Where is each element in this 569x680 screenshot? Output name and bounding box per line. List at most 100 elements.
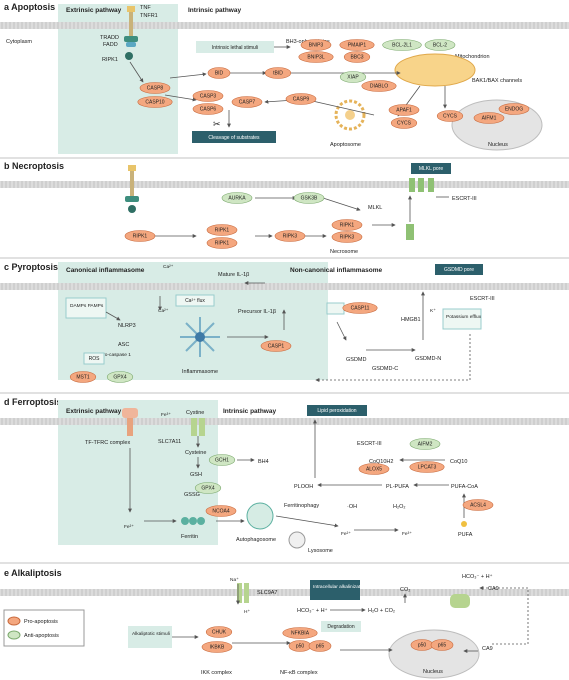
tf-tfrc-icon [122,408,138,436]
protein-node-ferroptosis-1: GPX4 [194,482,222,494]
protein-node-label: BID [215,71,224,77]
protein-node-label: GPX4 [201,486,215,492]
protein-node-apoptosis-2: BNIP3L [298,51,334,63]
gsdmd-pore-label: GSDMD pore [444,267,474,273]
protein-node-shape [298,51,334,63]
legend-pro-swatch [7,616,21,626]
protein-node-label: LPCAT3 [418,465,437,471]
protein-node-alkaliptosis-8: p65 [430,639,454,651]
panel-title-ferroptosis: d Ferroptosis [4,397,62,407]
membrane-ferroptosis [0,418,569,425]
protein-node-label: ACSL4 [470,503,486,509]
h2o-label: H₂O + CO₂ [368,608,395,614]
protein-node-label: AIFM1 [482,116,497,122]
fe2-label-b: Fe²⁺ [341,531,351,537]
tf-tfrc-label: TF-TFRC complex [85,440,130,446]
protein-node-apoptosis-15: DIABLO [361,80,397,92]
ros-label: ROS [89,356,101,362]
protein-node-label: RIPK3 [283,234,298,240]
protein-node-label: p65 [438,643,447,649]
membrane-necroptosis [0,181,569,188]
eq-mid-label: HCO₃⁻ + H⁺ [297,607,328,614]
damps-label: DAMPs PAMPs [70,303,104,309]
cleavage-box [192,131,276,143]
protein-node-label: BCL-2L1 [392,43,412,49]
protein-node-label: APAF1 [396,108,412,114]
mlkl-pore-box [411,163,451,174]
protein-node-label: p50 [418,643,427,649]
noncanonical-label: Non-canonical inflammasome [290,267,382,274]
protein-node-label: p65 [316,644,325,650]
alkaliptotic-stimuli-label: Alkaliptotic stimuli [132,631,170,637]
necrosome-label: Necrosome [330,249,358,255]
protein-node-label: AIFM2 [418,442,433,448]
protein-node-shape [192,103,224,115]
protein-node-pyroptosis-0: MST1 [69,371,97,383]
protein-node-label: XIAP [347,75,359,81]
protein-node-necroptosis-5: RIPK3 [274,230,306,242]
protein-node-shape [231,96,263,108]
protein-node-label: BNIP3 [309,43,324,49]
legend-box [3,609,85,647]
protein-node-label: PMAIP1 [348,43,367,49]
protein-node-necroptosis-0: AURKA [221,192,253,204]
protein-node-shape [424,39,456,51]
potassium-box [442,308,482,330]
ferritin-icon [181,517,205,525]
protein-node-alkaliptosis-2: NFKBIA [282,627,318,639]
intrinsic-stimuli-label: Intrinsic lethal stimuli [212,45,258,51]
lps-box [326,302,345,315]
protein-node-ferroptosis-3: ALOX5 [358,463,390,475]
coq10h2-label: CoQ10H2 [369,459,393,465]
protein-node-apoptosis-4: BCL-2L1 [382,39,422,51]
intrinsic-stimuli-box [196,41,274,53]
protein-node-shape [208,454,236,466]
tnfr1-receptor-icon [124,6,138,47]
protein-node-shape [264,67,292,79]
scissors-icon-a: ✂ [213,119,221,129]
protein-node-pyroptosis-1: GPX4 [106,371,134,383]
co2-label: CO₂ [400,587,410,593]
membrane-alkaliptosis [0,589,569,596]
protein-node-label: CHUK [212,630,227,636]
protein-node-shape [343,51,371,63]
protein-node-shape [409,438,441,450]
protein-node-pyroptosis-4: CASP11 [342,302,378,314]
protein-node-shape [473,112,505,124]
protein-node-ferroptosis-4: LPCAT3 [409,461,445,473]
protein-node-label: CYCS [397,121,412,127]
protein-node-apoptosis-14: XIAP [339,71,367,83]
protein-node-label: CASP11 [351,306,370,312]
tnfr1-label: TNFR1 [140,13,158,19]
protein-node-label: BCL-2 [433,43,447,49]
protein-node-necroptosis-6: RIPK1 [331,219,363,231]
protein-node-shape [206,224,238,236]
intracellular-box [310,580,360,600]
cysteine-label: Cysteine [185,450,206,456]
panel-title-necroptosis: b Necroptosis [4,161,64,171]
cystine-label: Cystine [186,410,204,416]
protein-node-necroptosis-2: RIPK1 [124,230,156,242]
apoptosome-icon [334,99,366,131]
panel-apoptosis: a Apoptosis Extrinsic pathway Intrinsic … [0,2,569,154]
protein-node-shape [342,302,378,314]
protein-node-label: DIABLO [370,84,388,90]
protein-node-label: BBC3 [350,55,363,61]
tradd-label: TRADD [100,35,119,41]
fe2-label-a: Fe²⁺ [124,524,134,530]
protein-node-label: RIPK1 [133,234,148,240]
protein-node-label: RIPK1 [215,241,230,247]
mitochondrion-label: Mitochondrion [455,54,490,60]
intrinsic-label-d: Intrinsic pathway [223,408,276,415]
protein-node-label: GSK3B [301,196,318,202]
protein-node-apoptosis-11: CASP6 [192,103,224,115]
ca-flux-box [175,294,215,307]
protein-node-label: CYCS [443,114,458,120]
protein-node-apoptosis-12: CASP7 [231,96,263,108]
membrane-apoptosis [0,22,569,29]
protein-node-shape [221,192,253,204]
ros-box [83,352,105,365]
ca9-feedback-arrow [479,586,529,645]
protein-node-label: ALOX5 [366,467,382,473]
